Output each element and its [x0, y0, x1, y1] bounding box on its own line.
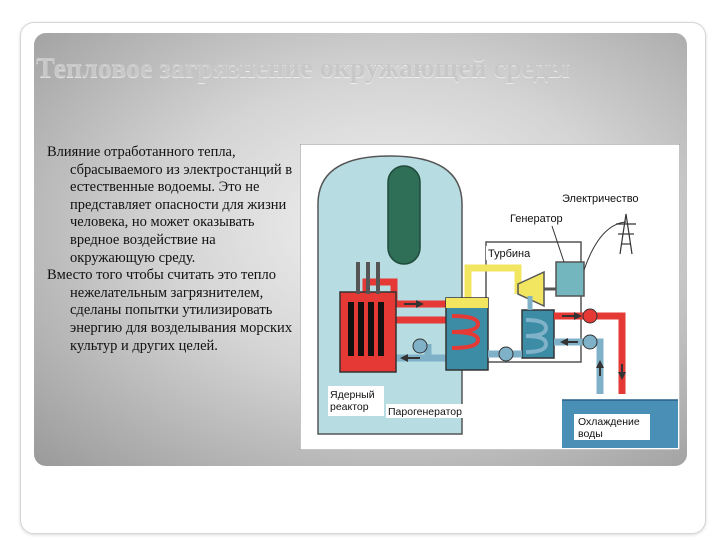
turbine [517, 270, 545, 308]
slide: Тепловое загрязнение окружающей среды Вл… [34, 33, 687, 466]
transmission-tower [616, 213, 636, 255]
label-turbine: Турбина [488, 248, 531, 260]
slide-body: Влияние отработанного тепла, сбрасываемо… [47, 144, 297, 355]
label-electricity: Электричество [562, 193, 639, 205]
paragraph-1: Влияние отработанного тепла, сбрасываемо… [47, 144, 293, 266]
generator [555, 261, 585, 297]
label-generator: Генератор [510, 213, 563, 225]
flow-arrows [400, 300, 626, 380]
steam-line [464, 264, 522, 304]
slide-title: Тепловое загрязнение окружающей среды [36, 53, 570, 84]
power-plant-diagram: Электричество Генератор Турбина Ядерный … [300, 144, 680, 450]
label-cooling-water: Охлаждение воды [578, 416, 643, 440]
label-reactor: Ядерный реактор [330, 389, 378, 413]
power-line [583, 221, 627, 271]
pressurizer-tank [387, 165, 421, 265]
paragraph-2: Вместо того чтобы считать это тепло неже… [47, 267, 293, 354]
label-steam-generator: Парогенератор [388, 406, 462, 418]
primary-pump [412, 338, 428, 354]
